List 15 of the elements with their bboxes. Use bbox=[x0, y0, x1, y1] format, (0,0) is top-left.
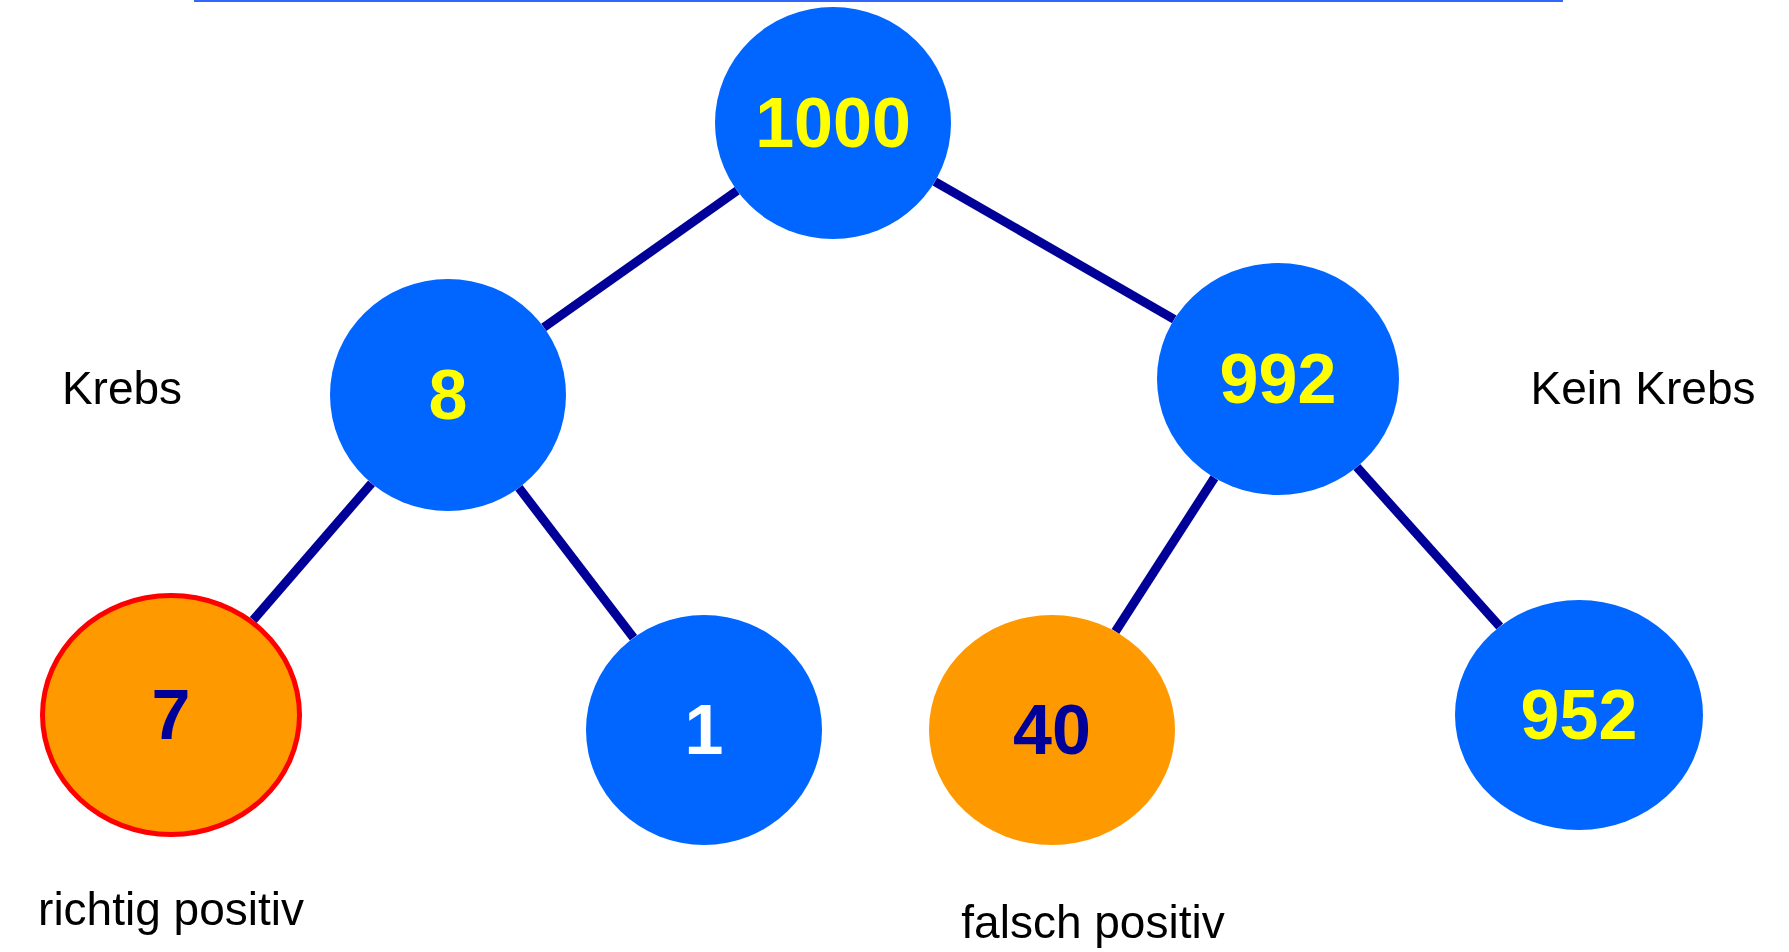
count-text: 40 bbox=[1013, 695, 1091, 765]
count-text: 1000 bbox=[755, 88, 911, 158]
count-text: 992 bbox=[1219, 344, 1337, 414]
connector-line bbox=[515, 485, 638, 641]
connector-line bbox=[541, 187, 740, 331]
count-text: 952 bbox=[1520, 680, 1638, 750]
count-text: 8 bbox=[428, 360, 468, 430]
node-caption: Kein Krebs bbox=[1530, 365, 1756, 411]
connector-line bbox=[1111, 475, 1219, 634]
count-text: 1 bbox=[684, 695, 724, 765]
connector-line bbox=[249, 480, 375, 623]
connector-line bbox=[932, 177, 1177, 324]
connector-line bbox=[1353, 464, 1504, 630]
node-caption: Krebs bbox=[61, 365, 183, 411]
count-text: 7 bbox=[151, 680, 191, 750]
